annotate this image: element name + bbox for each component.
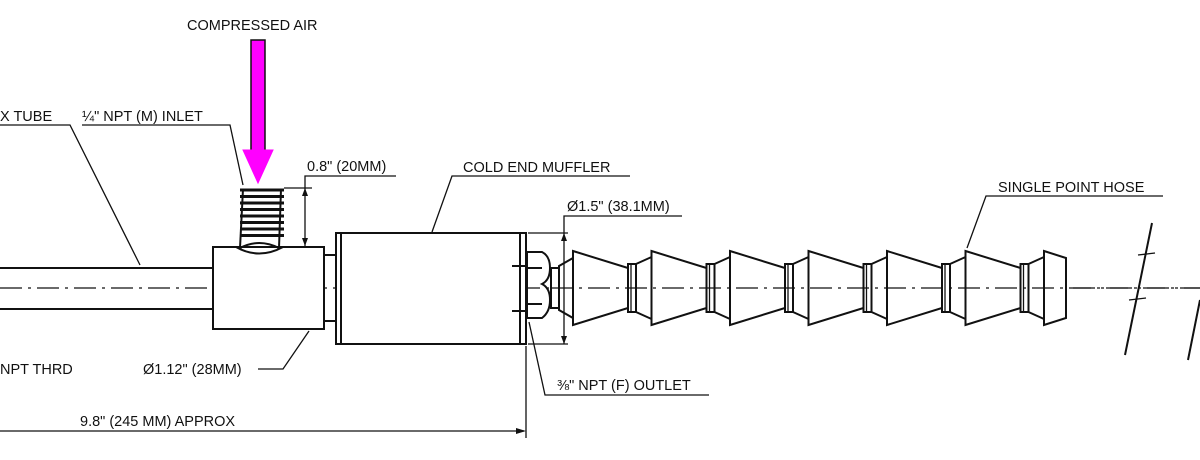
inlet-fitting: [235, 188, 284, 255]
tee-body: [212, 233, 337, 344]
single-point-hose: [550, 249, 1200, 327]
leader-body-diameter: Ø1.12" (28MM): [143, 330, 310, 378]
label-outlet: ⅜" NPT (F) OUTLET: [557, 378, 691, 394]
hose-cone: [1043, 249, 1067, 327]
inlet-threads: [240, 188, 284, 237]
label-inlet: ¼" NPT (M) INLET: [82, 109, 203, 125]
label-overall-length: 9.8" (245 MM) APPROX: [80, 414, 235, 430]
dimension-inlet-height: 0.8" (20MM): [284, 159, 396, 246]
leader-cold-end-muffler: COLD END MUFFLER: [431, 160, 630, 233]
vortex-tube: [0, 267, 213, 310]
label-inlet-height: 0.8" (20MM): [307, 159, 386, 175]
dimension-muffler-diameter: Ø1.5" (38.1MM): [528, 199, 682, 345]
hose-ring: [941, 263, 951, 313]
label-body-diameter: Ø1.12" (28MM): [143, 362, 242, 378]
hose-segment: [1043, 249, 1067, 327]
hex-nut: [526, 251, 552, 319]
compressed-air-arrow: [242, 39, 274, 185]
leader-single-point-hose: SINGLE POINT HOSE: [966, 180, 1163, 249]
leader-vortex-tube: X TUBE: [0, 109, 141, 266]
label-cold-end-muffler: COLD END MUFFLER: [463, 160, 610, 176]
dimension-overall-length: 9.8" (245 MM) APPROX: [0, 346, 527, 438]
label-vortex-tube: X TUBE: [0, 109, 52, 125]
cold-end-muffler: [335, 232, 527, 345]
label-muffler-diameter: Ø1.5" (38.1MM): [567, 199, 670, 215]
label-npt-thread: NPT THRD: [0, 362, 73, 378]
label-single-point-hose: SINGLE POINT HOSE: [998, 180, 1145, 196]
label-compressed-air: COMPRESSED AIR: [187, 18, 318, 34]
leader-outlet: ⅜" NPT (F) OUTLET: [528, 321, 709, 396]
break-lines: [1124, 222, 1200, 361]
hose-neck: [792, 255, 810, 321]
leader-inlet: ¼" NPT (M) INLET: [82, 109, 244, 186]
